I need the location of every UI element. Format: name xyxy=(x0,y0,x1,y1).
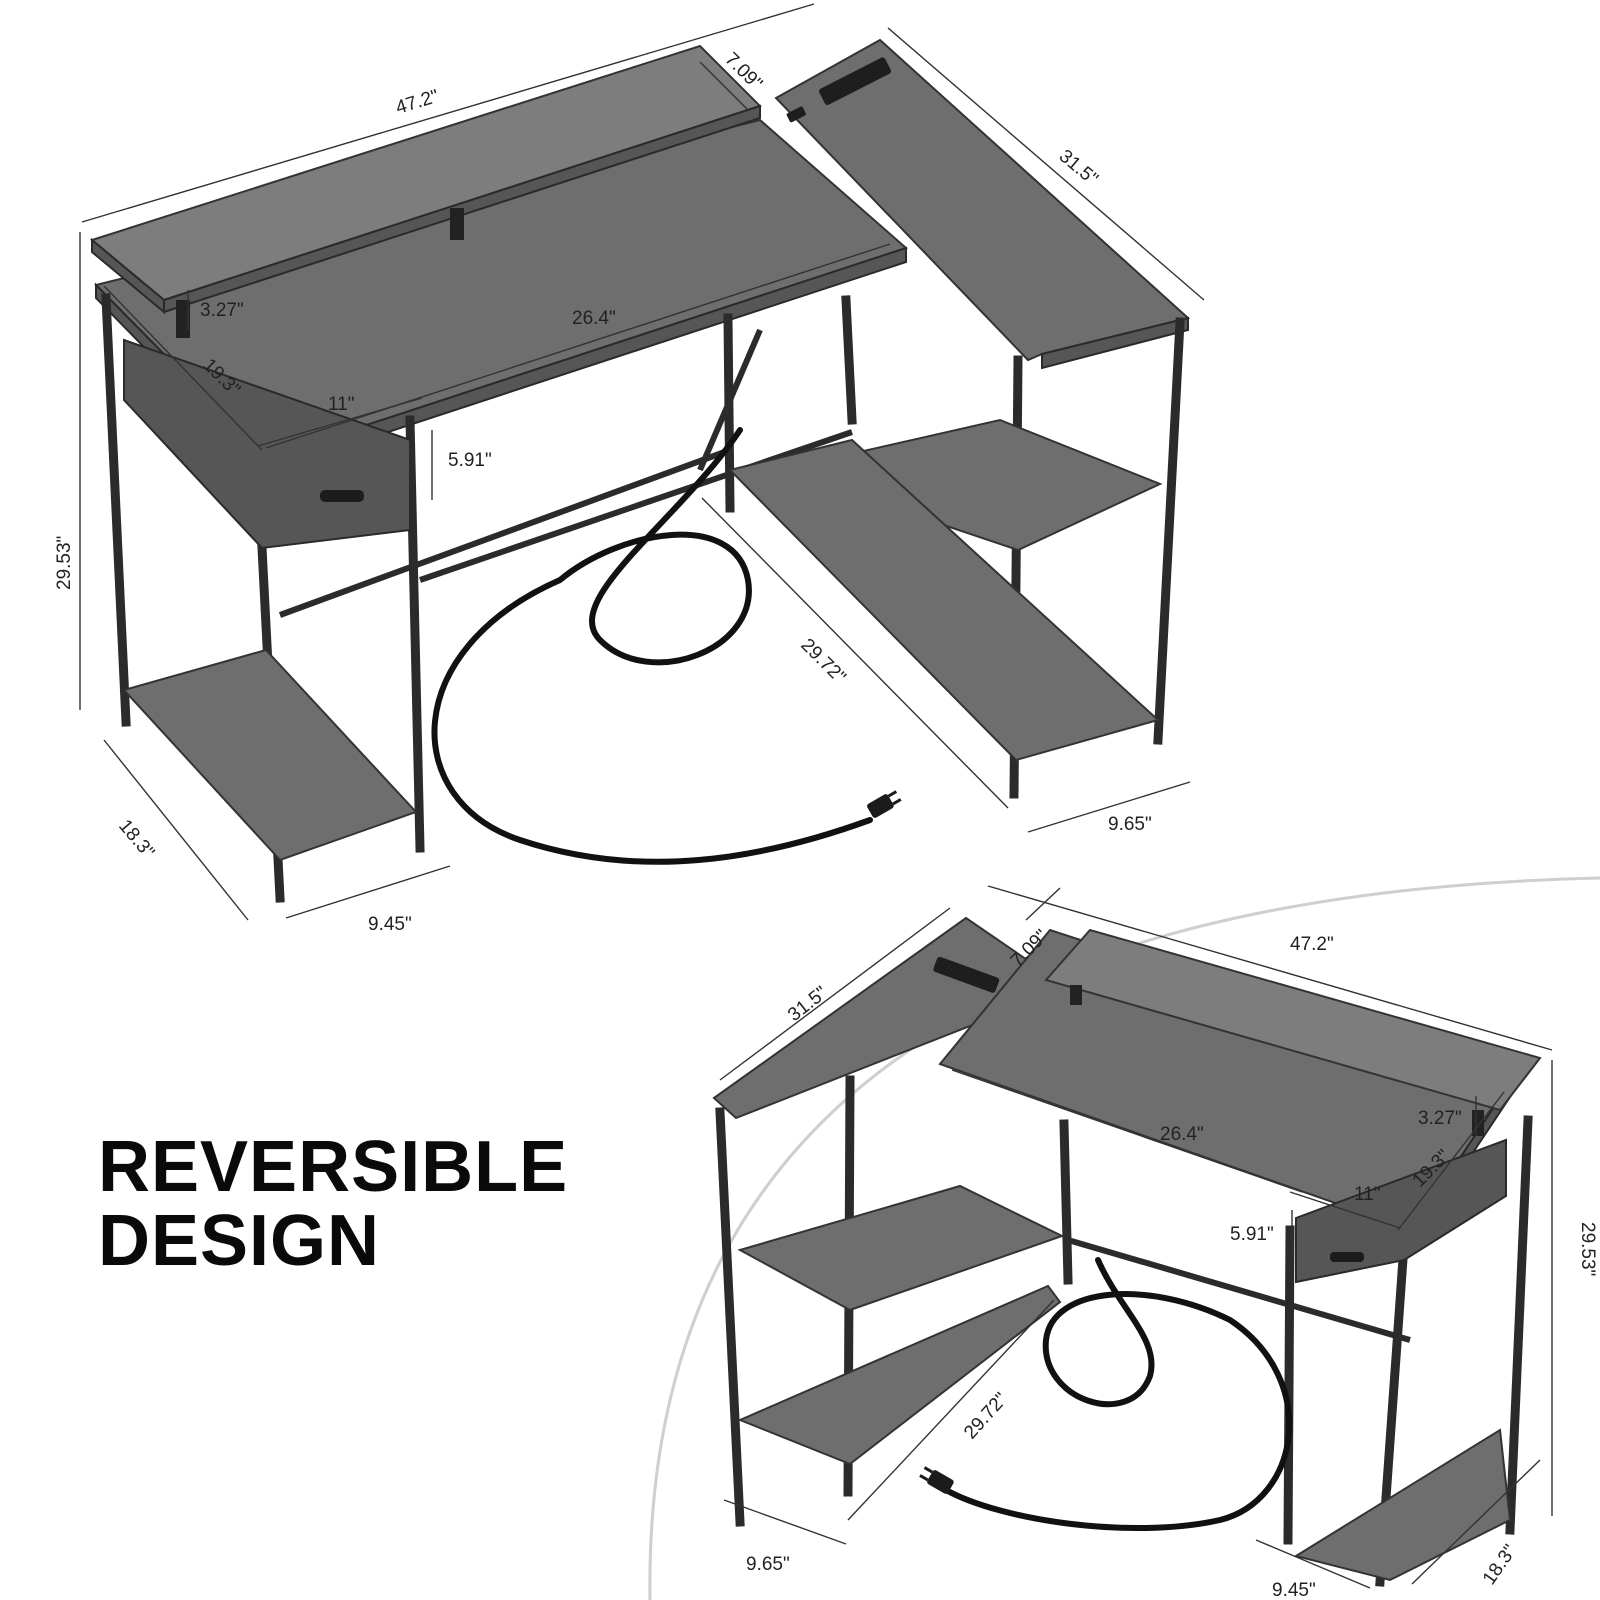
monitor-stand-mirrored xyxy=(1044,928,1542,1112)
dim-b-main-width: 26.4" xyxy=(1160,1124,1204,1145)
left-shelves-mirrored xyxy=(737,1184,1065,1312)
inset-divider-curve xyxy=(648,876,1600,1600)
dim-drawer-height: 5.91" xyxy=(448,450,492,471)
dim-b-stand-height: 3.27" xyxy=(1418,1108,1462,1129)
dim-total-width: 47.2" xyxy=(393,86,441,119)
right-bottom-shelf-mirrored xyxy=(1293,1428,1512,1582)
dim-b-drawer-height: 5.91" xyxy=(1230,1224,1274,1245)
right-bottom-shelf xyxy=(728,438,1161,762)
dim-b-right-shelf-width: 9.45" xyxy=(1272,1580,1316,1600)
dim-side-length: 31.5" xyxy=(1055,146,1102,190)
dim-b-leg-span: 29.72" xyxy=(960,1389,1012,1443)
dim-left-depth: 18.3" xyxy=(114,816,158,863)
headline-line1: REVERSIBLE xyxy=(98,1127,569,1207)
dim-b-side-shelf-width: 9.65" xyxy=(746,1554,790,1575)
dim-drawer-width: 11" xyxy=(328,394,354,415)
plug-icon-mirrored xyxy=(919,1466,954,1494)
dim-left-shelf-width: 9.45" xyxy=(368,914,412,935)
dim-b-height: 29.53" xyxy=(1577,1222,1598,1276)
dim-b-total-width: 47.2" xyxy=(1290,934,1334,955)
power-cord-mirrored xyxy=(943,1257,1293,1532)
power-strip-mirrored xyxy=(933,956,1000,993)
plug-icon xyxy=(867,790,902,818)
drawer-mirrored xyxy=(1295,1138,1507,1284)
dim-side-shelf-width: 9.65" xyxy=(1108,814,1152,835)
dim-b-drawer-width: 11" xyxy=(1354,1184,1380,1205)
reversible-design-headline: REVERSIBLE DESIGN xyxy=(98,1130,568,1278)
desk-illustration-top xyxy=(89,38,1191,903)
power-strip xyxy=(786,57,892,123)
dim-leg-span: 29.72" xyxy=(796,635,849,688)
left-bottom-shelf xyxy=(122,648,418,862)
dim-b-right-depth: 18.3" xyxy=(1479,1541,1521,1589)
headline-line2: DESIGN xyxy=(98,1201,381,1281)
dim-main-width: 26.4" xyxy=(572,308,616,329)
power-cord xyxy=(431,427,873,865)
desk-illustration-bottom xyxy=(712,916,1542,1587)
dim-stand-height: 3.27" xyxy=(200,300,244,321)
dim-height: 29.53" xyxy=(54,536,75,590)
